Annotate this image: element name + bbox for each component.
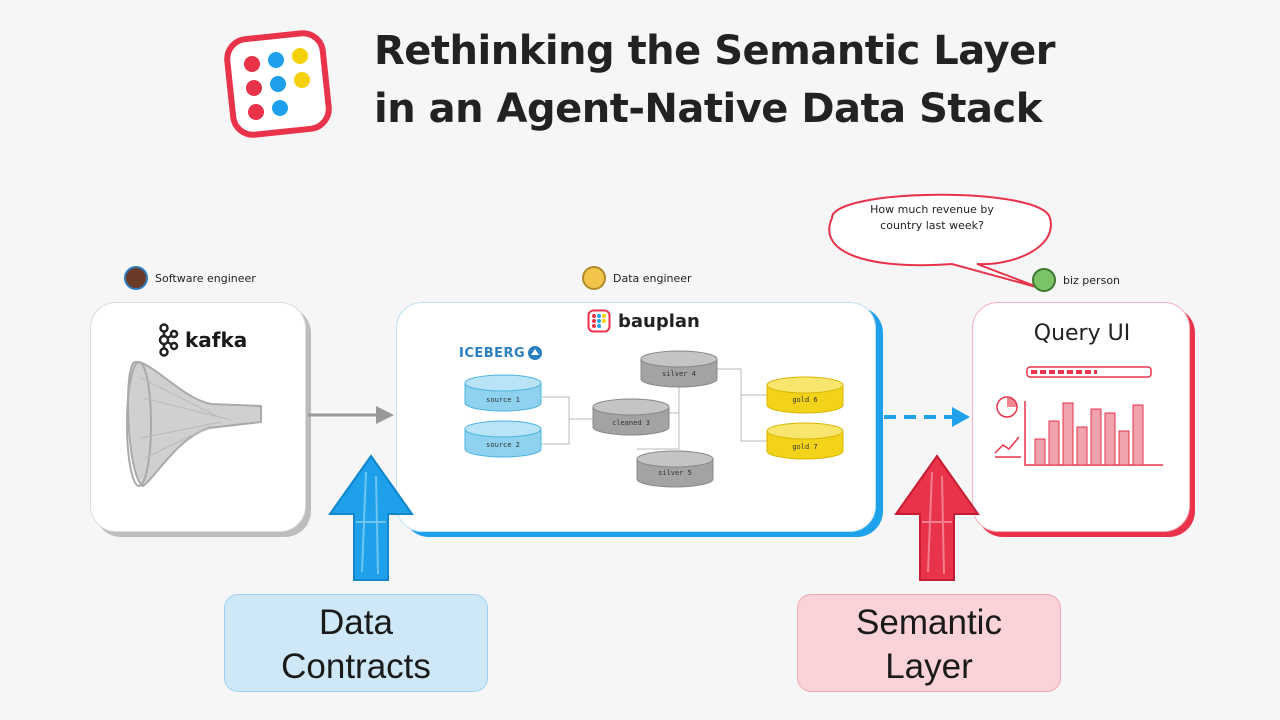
speech-text-line-2: country last week? xyxy=(880,219,984,232)
bauplan-to-query-arrow-icon xyxy=(884,407,970,427)
speech-bubble-shape xyxy=(828,193,1052,289)
data-contracts-callout: Data Contracts xyxy=(224,594,488,692)
callout-line-2: Contracts xyxy=(281,647,431,686)
bauplan-dots-logo-icon xyxy=(224,30,332,138)
table-silver-5: silver 5 xyxy=(636,450,714,488)
kafka-logo-icon xyxy=(158,323,179,357)
speech-bubble: How much revenue by country last week? xyxy=(812,178,1062,298)
table-silver-4: silver 4 xyxy=(640,350,718,388)
persona-label: Software engineer xyxy=(155,271,256,285)
kafka-box: kafka xyxy=(90,302,306,532)
iceberg-label: ICEBERG xyxy=(459,345,526,361)
table-cleaned-3: cleaned 3 xyxy=(592,398,670,436)
iceberg-icon xyxy=(528,346,543,360)
table-source-1: source 1 xyxy=(464,374,542,412)
table-label: silver 4 xyxy=(662,370,696,378)
table-label: source 1 xyxy=(486,396,520,404)
kafka-to-bauplan-arrow-icon xyxy=(308,406,394,424)
software-engineer-avatar-icon xyxy=(124,266,148,290)
bauplan-logo xyxy=(222,30,334,138)
callout-line-2: Layer xyxy=(885,647,973,686)
bauplan-small-logo-icon xyxy=(587,309,611,333)
bauplan-box: bauplan ICEBERG source 1 source 2 xyxy=(396,302,876,532)
pipeline-dag: source 1 source 2 cleaned 3 silver 4 sil… xyxy=(464,350,844,488)
iceberg-logo: ICEBERG xyxy=(459,345,543,361)
semantic-layer-up-arrow-icon xyxy=(894,454,980,581)
table-source-2: source 2 xyxy=(464,420,542,458)
table-gold-6: gold 6 xyxy=(766,376,844,414)
data-contracts-up-arrow-icon xyxy=(328,454,414,581)
persona-label: Data engineer xyxy=(613,271,692,285)
bauplan-header: bauplan xyxy=(587,309,700,333)
kafka-logo: kafka xyxy=(157,323,247,357)
callout-line-1: Data xyxy=(319,603,393,642)
title-line-1: Rethinking the Semantic Layer xyxy=(374,28,1055,74)
persona-label: biz person xyxy=(1063,273,1121,287)
page-title: Rethinking the Semantic Layer in an Agen… xyxy=(374,22,1094,138)
persona-software-engineer: Software engineer xyxy=(124,266,256,290)
callout-line-1: Semantic xyxy=(856,603,1002,642)
persona-biz-person: biz person xyxy=(1032,268,1120,292)
table-label: gold 6 xyxy=(792,396,817,404)
semantic-layer-callout: Semantic Layer xyxy=(797,594,1061,692)
title-line-2: in an Agent-Native Data Stack xyxy=(374,86,1042,132)
table-gold-7: gold 7 xyxy=(766,422,844,460)
bauplan-label: bauplan xyxy=(618,310,700,332)
query-ui-title: Query UI xyxy=(1033,321,1131,346)
table-label: gold 7 xyxy=(792,443,817,451)
funnel-icon xyxy=(126,360,262,488)
biz-person-avatar-icon xyxy=(1032,268,1056,292)
table-label: cleaned 3 xyxy=(612,419,650,427)
speech-text-line-1: How much revenue by xyxy=(870,203,994,216)
data-engineer-avatar-icon xyxy=(582,266,606,290)
query-ui-box: Query UI xyxy=(972,302,1190,532)
table-label: source 2 xyxy=(486,441,520,449)
dashboard-sketch-icon xyxy=(994,366,1163,466)
table-label: silver 5 xyxy=(658,469,692,477)
kafka-label: kafka xyxy=(185,328,248,352)
persona-data-engineer: Data engineer xyxy=(582,266,692,290)
